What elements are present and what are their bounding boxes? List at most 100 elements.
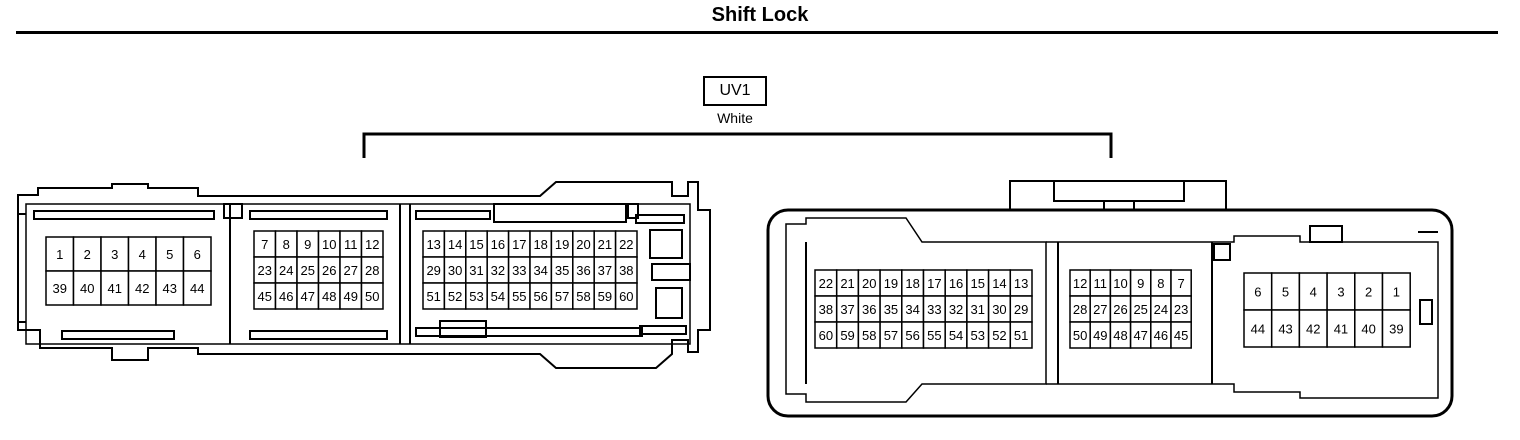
pin-number: 37 (598, 263, 612, 278)
pin-number: 46 (279, 289, 293, 304)
pin-cell (1298, 309, 1328, 348)
pin-cell (182, 270, 212, 306)
pin-number: 36 (862, 302, 876, 317)
pin-cell (1326, 272, 1356, 311)
pin-number: 31 (469, 263, 483, 278)
pin-number: 17 (512, 237, 526, 252)
pin-number: 39 (53, 281, 67, 296)
pin-number: 16 (491, 237, 505, 252)
pin-number: 42 (1306, 322, 1320, 337)
pin-number: 39 (1389, 322, 1403, 337)
title-rule (16, 31, 1498, 34)
pin-number: 15 (469, 237, 483, 252)
pin-number: 25 (1133, 302, 1147, 317)
pin-number: 15 (971, 276, 985, 291)
pin-number: 59 (598, 289, 612, 304)
pin-number: 6 (1254, 285, 1261, 300)
pin-number: 44 (190, 281, 204, 296)
pin-number: 7 (261, 237, 268, 252)
pin-number: 26 (322, 263, 336, 278)
pin-cell (72, 236, 102, 272)
pin-number: 35 (555, 263, 569, 278)
connector-color-label: White (717, 110, 753, 126)
pin-number: 58 (576, 289, 590, 304)
pin-number: 43 (1278, 322, 1292, 337)
pin-number: 12 (1073, 276, 1087, 291)
pin-cell (1009, 321, 1033, 349)
pin-cell (1381, 272, 1411, 311)
pin-number: 10 (322, 237, 336, 252)
pin-number: 41 (108, 281, 122, 296)
pin-number: 4 (1310, 285, 1317, 300)
pin-number: 7 (1177, 276, 1184, 291)
pin-number: 55 (512, 289, 526, 304)
pin-number: 51 (426, 289, 440, 304)
pin-number: 45 (1174, 328, 1188, 343)
pin-number: 30 (992, 302, 1006, 317)
pin-number: 59 (840, 328, 854, 343)
pin-cell (72, 270, 102, 306)
pin-number: 42 (135, 281, 149, 296)
pin-number: 9 (1137, 276, 1144, 291)
pin-number: 29 (1014, 302, 1028, 317)
pin-number: 1 (56, 247, 63, 262)
pin-number: 56 (533, 289, 547, 304)
pin-number: 9 (304, 237, 311, 252)
pin-number: 21 (598, 237, 612, 252)
pin-cell (1354, 309, 1384, 348)
pin-cell (1170, 321, 1192, 349)
pin-number: 56 (905, 328, 919, 343)
pin-number: 17 (927, 276, 941, 291)
pin-number: 54 (491, 289, 505, 304)
pin-cell (1298, 272, 1328, 311)
pin-number: 18 (533, 237, 547, 252)
pin-number: 12 (365, 237, 379, 252)
pin-number: 2 (84, 247, 91, 262)
pin-number: 32 (949, 302, 963, 317)
pin-cell (127, 236, 157, 272)
pin-number: 21 (840, 276, 854, 291)
pin-number: 28 (1073, 302, 1087, 317)
left-connector-housing (17, 181, 711, 369)
pin-number: 26 (1113, 302, 1127, 317)
pin-number: 24 (1154, 302, 1168, 317)
pin-number: 48 (322, 289, 336, 304)
pin-number: 40 (1361, 322, 1375, 337)
pin-number: 60 (819, 328, 833, 343)
right-connector-housing (766, 180, 1454, 418)
pin-number: 13 (426, 237, 440, 252)
pin-number: 14 (992, 276, 1006, 291)
pin-number: 41 (1334, 322, 1348, 337)
pin-number: 13 (1014, 276, 1028, 291)
pin-cell (45, 270, 75, 306)
pin-number: 27 (344, 263, 358, 278)
pin-number: 25 (301, 263, 315, 278)
pin-number: 19 (884, 276, 898, 291)
pin-number: 5 (1282, 285, 1289, 300)
pin-number: 3 (111, 247, 118, 262)
pin-number: 40 (80, 281, 94, 296)
pin-number: 23 (1174, 302, 1188, 317)
pin-number: 6 (194, 247, 201, 262)
pin-number: 34 (905, 302, 919, 317)
pin-number: 51 (1014, 328, 1028, 343)
pin-number: 48 (1113, 328, 1127, 343)
pin-cell (360, 282, 384, 310)
pin-number: 4 (139, 247, 146, 262)
pin-number: 57 (884, 328, 898, 343)
pin-number: 33 (512, 263, 526, 278)
pin-number: 30 (448, 263, 462, 278)
pin-number: 36 (576, 263, 590, 278)
pin-number: 22 (619, 237, 633, 252)
pin-number: 60 (619, 289, 633, 304)
pin-cell (1326, 309, 1356, 348)
pin-number: 14 (448, 237, 462, 252)
pin-number: 19 (555, 237, 569, 252)
pin-number: 16 (949, 276, 963, 291)
pin-number: 45 (258, 289, 272, 304)
pin-number: 27 (1093, 302, 1107, 317)
connector-code-box: UV1 (703, 76, 767, 106)
